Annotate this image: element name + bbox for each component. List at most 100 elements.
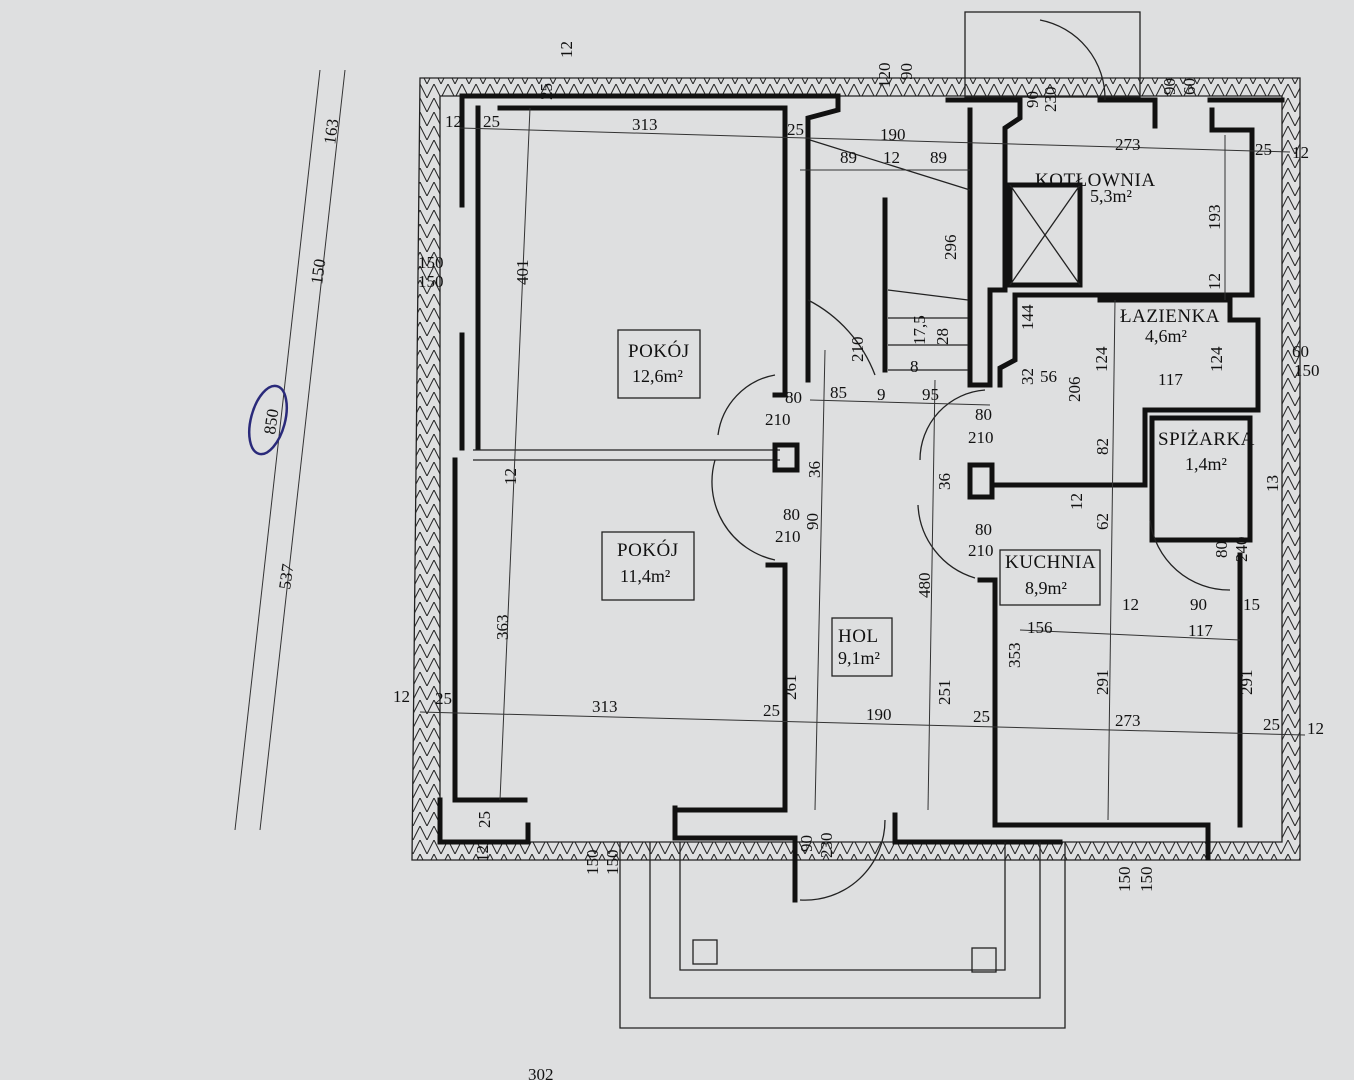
dimension-label: 150 [1115, 867, 1134, 893]
dimension-label: 95 [922, 385, 939, 404]
dimension-label: 12 [1307, 719, 1324, 738]
dimension-label: 80 [783, 505, 800, 524]
dimension-label: 8 [910, 357, 919, 376]
dimension-label: 150 [418, 253, 444, 272]
room-name: POKÓJ [628, 340, 690, 362]
dimension-label: 240 [1232, 537, 1251, 563]
dimension-label: 12 [501, 468, 520, 485]
dimension-label: 210 [848, 337, 867, 363]
dimension-label: 150 [307, 258, 329, 286]
room-name: KUCHNIA [1005, 552, 1096, 573]
dimension-label: 12 [1067, 493, 1086, 510]
dimension-label: 25 [1263, 715, 1280, 734]
dimension-label: 401 [513, 260, 532, 286]
dimension-label: 296 [941, 235, 960, 261]
dimension-label: 89 [840, 148, 857, 167]
dimension-label: 25 [537, 83, 556, 100]
dimension-label: 251 [935, 680, 954, 706]
dimension-label: 273 [1115, 135, 1141, 154]
dimension-label: 12 [473, 845, 492, 862]
dimension-label: 150 [418, 272, 444, 291]
room-name: KOTŁOWNIA [1035, 170, 1156, 191]
dimension-label: 537 [275, 562, 297, 590]
dimension-label: 12 [1205, 273, 1224, 290]
dimension-label: 120 [875, 63, 894, 89]
dimension-label: 150 [603, 850, 622, 876]
room-labels: POKÓJ 12,6m² POKÓJ 11,4m² HOL 9,1m² KOTŁ… [601, 170, 1255, 677]
dimension-label: 150 [1137, 867, 1156, 893]
dimension-label: 82 [1093, 438, 1112, 455]
dimension-label: 313 [592, 697, 618, 716]
dimension-label: 15 [1243, 595, 1260, 614]
dimension-label: 60 [1180, 78, 1199, 95]
dimension-label: 190 [866, 705, 892, 724]
walls [437, 93, 1285, 903]
dimension-label: 117 [1158, 370, 1183, 389]
dimension-label: 25 [787, 120, 804, 139]
overall-dimensions: 163 150 850 537 302 [260, 118, 553, 1080]
room-name: HOL [838, 626, 879, 647]
dimension-label: 89 [930, 148, 947, 167]
dimension-label: 480 [915, 573, 934, 599]
dimension-label: 206 [1065, 377, 1084, 403]
dimension-label: 117 [1188, 621, 1213, 640]
dimension-label: 80 [975, 405, 992, 424]
dimension-label: 313 [632, 115, 658, 134]
dimension-label: 25 [1255, 140, 1272, 159]
dimension-label: 291 [1237, 670, 1256, 696]
dimension-label: 90 [797, 835, 816, 852]
dimension-label: 80 [785, 388, 802, 407]
dimension-label: 210 [968, 428, 994, 447]
dimension-label: 80 [1212, 541, 1231, 558]
room-area: 5,3m² [1090, 186, 1132, 206]
room-name: POKÓJ [617, 539, 679, 561]
dimension-label: 17,5 [910, 315, 929, 345]
dimension-label: 90 [1023, 91, 1042, 108]
dimension-label: 62 [1093, 513, 1112, 530]
dimension-label: 12 [393, 687, 410, 706]
room-area: 9,1m² [838, 648, 880, 668]
dimension-label: 230 [817, 833, 836, 859]
doors [711, 19, 1231, 901]
dimension-label: 90 [1190, 595, 1207, 614]
dimension-label: 9 [877, 385, 886, 404]
dimension-label: 25 [435, 689, 452, 708]
dimension-label: 12 [1292, 143, 1309, 162]
dimension-label: 90 [1160, 78, 1179, 95]
dimension-lines [234, 69, 1306, 831]
dimension-label: 90 [897, 63, 916, 80]
dimension-label: 32 [1018, 368, 1037, 385]
dimension-label: 25 [483, 112, 500, 131]
dimension-label: 60 [1292, 342, 1309, 361]
dimension-label: 261 [781, 675, 800, 701]
dimension-label: 353 [1005, 643, 1024, 669]
dimension-label: 25 [973, 707, 990, 726]
dimension-label: 210 [775, 527, 801, 546]
dimension-label: 124 [1092, 346, 1111, 372]
dimension-label: 850 [260, 408, 282, 436]
dimension-label: 193 [1205, 205, 1224, 231]
dimension-label: 28 [933, 328, 952, 345]
terrace [619, 842, 1066, 1029]
dimension-label: 163 [320, 118, 342, 146]
room-area: 12,6m² [632, 366, 683, 386]
dimension-label: 156 [1027, 618, 1053, 637]
dimension-label: 150 [1294, 361, 1320, 380]
annotation-circle [247, 384, 289, 456]
room-area: 8,9m² [1025, 578, 1067, 598]
dimension-label: 36 [805, 461, 824, 478]
room-name: SPIŻARKA [1158, 429, 1255, 450]
outer-wall-insulation [411, 77, 1301, 861]
dimension-label: 273 [1115, 711, 1141, 730]
dimension-label: 13 [1263, 475, 1282, 492]
dimension-labels: 12 25 120 90 313 190 89 12 89 25 12 25 2… [393, 41, 1324, 892]
dimension-label: 230 [1041, 87, 1060, 113]
dimension-label: 12 [1122, 595, 1139, 614]
dimension-label: 12 [445, 112, 462, 131]
room-area: 1,4m² [1185, 454, 1227, 474]
stairs [809, 139, 971, 371]
dimension-label: 291 [1093, 670, 1112, 696]
dimension-label: 302 [528, 1065, 554, 1080]
dimension-label: 124 [1207, 346, 1226, 372]
